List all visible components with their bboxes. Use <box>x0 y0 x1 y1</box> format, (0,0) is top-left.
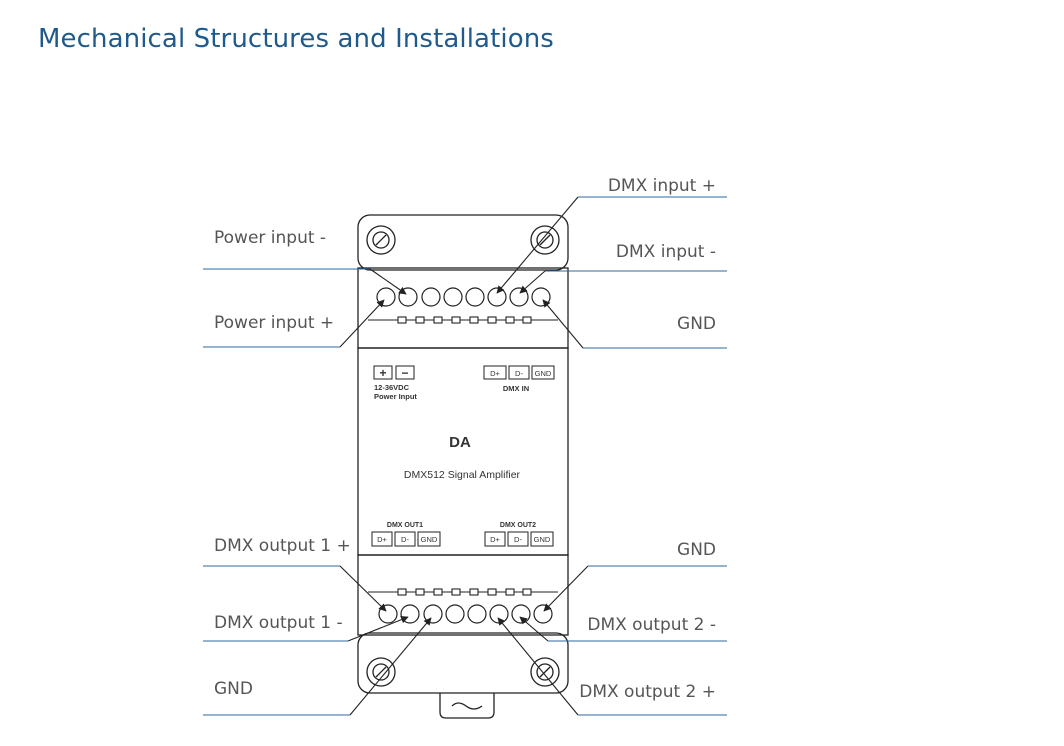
dmx-in-d-minus: D- <box>515 369 523 378</box>
top-terminal-slots <box>368 316 558 324</box>
leader-lines <box>203 196 727 716</box>
dmx-out1-gnd: GND <box>421 535 438 544</box>
label-dmx-output2-minus: DMX output 2 - <box>587 615 716 635</box>
dmx-out2-d-minus: D- <box>514 535 522 544</box>
label-dmx-output2-plus: DMX output 2 + <box>579 682 716 702</box>
dmx-out1-pins: DMX OUT1 D+ D- GND <box>371 522 441 547</box>
power-plus-pin: + <box>379 366 386 380</box>
label-dmx-input-minus: DMX input - <box>616 242 716 262</box>
dmx-out1-d-plus: D+ <box>377 535 387 544</box>
bottom-terminal-screws <box>378 604 553 624</box>
top-terminal-block <box>357 267 569 349</box>
dmx-out1-d-minus: D- <box>401 535 409 544</box>
label-power-input-plus: Power input + <box>214 313 334 333</box>
label-dmx-output1-minus: DMX output 1 - <box>214 613 343 633</box>
label-power-input-minus: Power input - <box>214 228 326 248</box>
dmx-out2-d-plus: D+ <box>490 535 500 544</box>
power-voltage-label: 12-36VDC <box>374 383 410 392</box>
device-model: DA <box>449 434 471 451</box>
power-input-label: Power Input <box>374 392 417 401</box>
power-minus-pin: − <box>401 366 408 380</box>
dmx-in-gnd: GND <box>535 369 552 378</box>
callout-labels: Power input - Power input + DMX input + … <box>214 176 716 702</box>
label-dmx-input-plus: DMX input + <box>608 176 716 196</box>
bottom-terminal-slots <box>368 588 558 596</box>
dmx-in-label: DMX IN <box>503 384 529 393</box>
top-cap <box>357 214 569 271</box>
din-clip <box>439 693 495 719</box>
mount-hole-top-right <box>530 225 560 255</box>
dmx-in-pins: D+ D- GND DMX IN <box>483 365 555 393</box>
dmx-in-d-plus: D+ <box>490 369 500 378</box>
device-name: DMX512 Signal Amplifier <box>404 469 521 481</box>
label-gnd-bottom-right: GND <box>677 540 716 560</box>
label-gnd-bottom-left: GND <box>214 679 253 699</box>
bottom-cap <box>357 632 569 694</box>
mount-hole-bottom-left <box>366 657 396 687</box>
dmx-out2-gnd: GND <box>534 535 551 544</box>
bottom-terminal-block <box>357 554 569 636</box>
dmx-out2-label: DMX OUT2 <box>500 522 536 529</box>
mount-hole-top-left <box>366 225 396 255</box>
page-title: Mechanical Structures and Installations <box>38 24 554 54</box>
label-gnd-top: GND <box>677 314 716 334</box>
top-terminal-screws <box>376 287 551 307</box>
mount-hole-bottom-right <box>530 657 560 687</box>
dmx-out1-label: DMX OUT1 <box>387 522 423 529</box>
power-input-pins: + − 12-36VDC Power Input <box>373 365 417 401</box>
mounting-holes <box>366 225 560 687</box>
device-enclosure <box>357 214 569 719</box>
label-dmx-output1-plus: DMX output 1 + <box>214 536 351 556</box>
dmx-out2-pins: DMX OUT2 D+ D- GND <box>484 522 554 547</box>
